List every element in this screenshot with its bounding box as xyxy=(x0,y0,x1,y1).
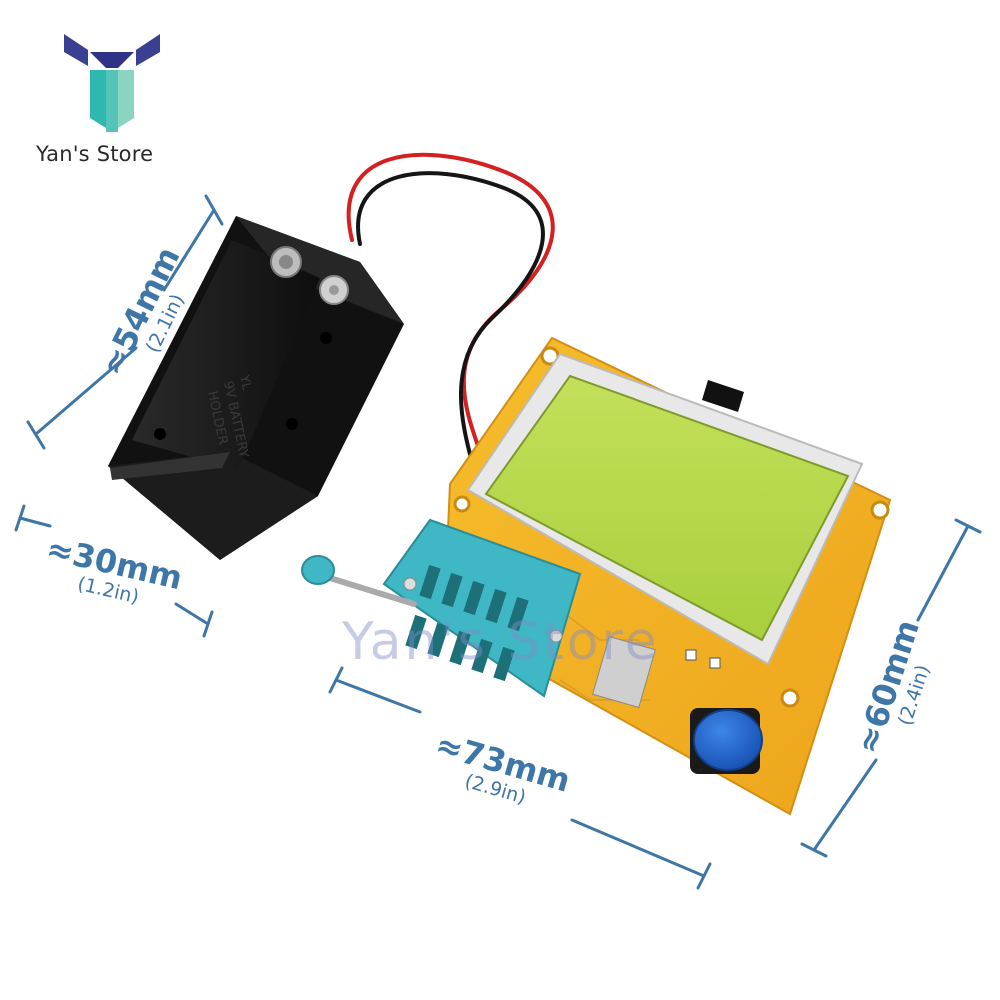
push-button xyxy=(690,708,763,774)
store-logo xyxy=(64,34,160,132)
watermark-text: Yan's Store xyxy=(342,612,660,672)
holder-text-yl: YL xyxy=(236,373,254,393)
dimension-line-60mm xyxy=(800,518,982,858)
battery-holder: YL 9V BATTERY HOLDER xyxy=(108,216,404,560)
dimension-line-73mm xyxy=(328,666,712,890)
dimension-line-54mm xyxy=(26,194,224,450)
dimension-line-30mm xyxy=(14,504,214,638)
battery-wires xyxy=(346,152,555,464)
zif-socket xyxy=(301,518,582,698)
store-name: Yan's Store xyxy=(36,142,154,166)
lcd-module xyxy=(466,352,864,666)
